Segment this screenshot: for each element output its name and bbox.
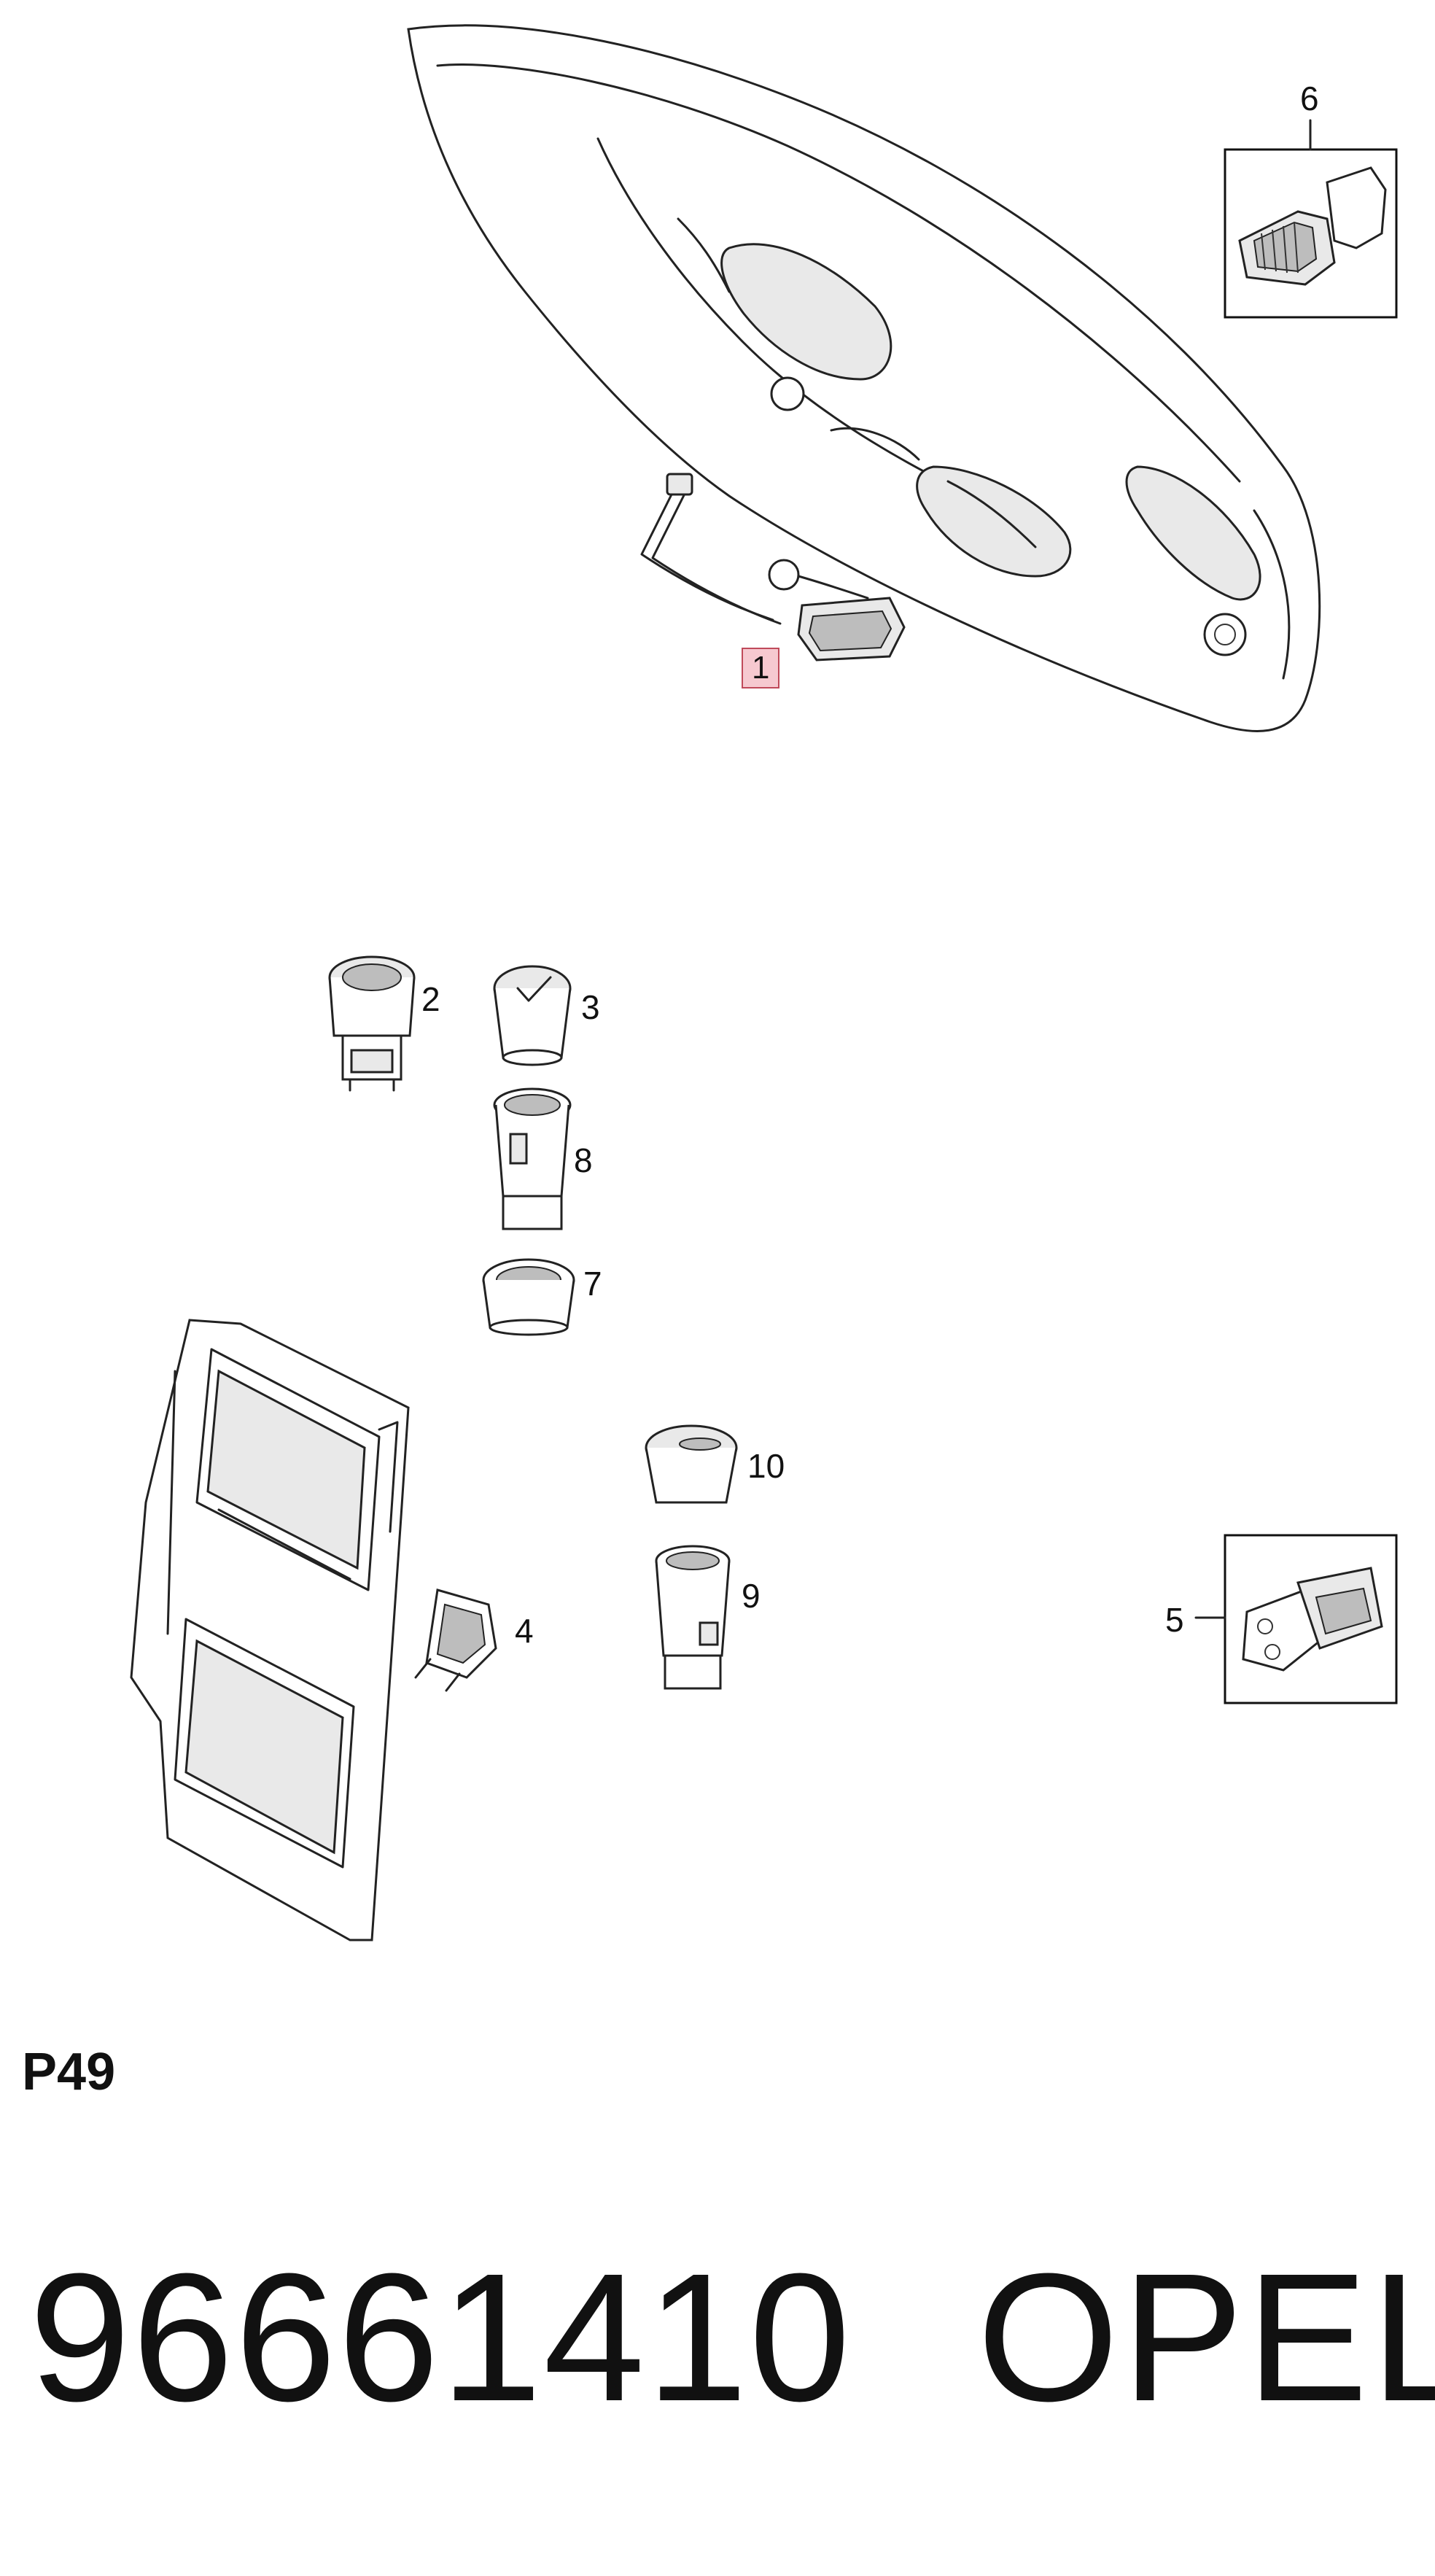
license-lamp-harness <box>640 473 906 662</box>
part-4-switch <box>414 1588 497 1692</box>
brand-name: OPEL <box>977 2235 1435 2439</box>
page-code: P49 <box>22 2043 116 2101</box>
callout-5: 5 <box>1165 1601 1184 1639</box>
callout-3: 3 <box>581 988 600 1026</box>
callout-4: 4 <box>515 1612 534 1650</box>
callout-7: 7 <box>583 1265 602 1303</box>
tailgate-drawing <box>407 24 1321 732</box>
part-9-socket <box>655 1545 731 1690</box>
callout-1: 1 <box>742 648 780 688</box>
part-info: 96661410 OPEL <box>0 2246 1435 2465</box>
part-number: 96661410 <box>29 2235 852 2439</box>
part-10-cap <box>645 1424 738 1504</box>
part-3-cap <box>493 965 572 1066</box>
part-7-ring <box>482 1258 575 1336</box>
callout-8: 8 <box>574 1141 593 1179</box>
detail-box-6 <box>1224 119 1398 319</box>
part-8-socket <box>493 1087 572 1230</box>
callout-6: 6 <box>1300 79 1319 117</box>
callout-9: 9 <box>742 1577 761 1615</box>
trim-panel-drawing <box>130 1319 410 1941</box>
part-2-outlet <box>328 955 416 1092</box>
callout-2: 2 <box>421 980 440 1018</box>
exploded-parts-diagram <box>130 24 1398 1941</box>
callout-10: 10 <box>747 1447 785 1485</box>
detail-box-5 <box>1194 1534 1398 1704</box>
